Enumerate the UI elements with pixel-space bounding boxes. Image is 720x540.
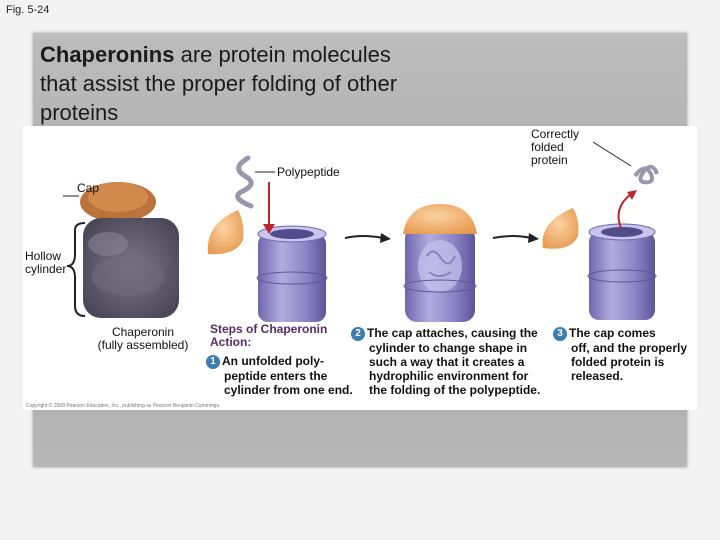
step-1-line-2: peptide enters the [224, 368, 328, 383]
diagram-graphics [63, 141, 659, 322]
step-3-line-1: The cap comes [569, 326, 656, 340]
steps-heading-line-1: Steps of Chaperonin [210, 322, 328, 336]
hollow-cylinder-bracket [66, 222, 86, 317]
hollow-cylinder-line-1: Hollow [25, 249, 62, 263]
step-2-line-5: the folding of the polypeptide. [369, 382, 541, 397]
slide-title: Chaperonins are protein molecules that a… [40, 40, 420, 127]
correctly-folded-line-1: Correctly [531, 127, 580, 141]
copyright-notice: Copyright © 2008 Pearson Education, Inc.… [26, 403, 221, 409]
step-2-line-3: such a way that it creates a [369, 354, 525, 369]
chaperonin-line-2: (fully assembled) [97, 338, 189, 352]
step-3-number: 3 [553, 326, 567, 341]
figure-number: Fig. 5-24 [6, 4, 50, 16]
chaperonin-line-1: Chaperonin [111, 325, 175, 339]
step-2-line-2: cylinder to change shape in [369, 340, 528, 355]
chaperonin-model [80, 182, 179, 318]
step-1-line-1: An unfolded poly- [222, 354, 324, 368]
step-1-number: 1 [206, 354, 220, 369]
steps-heading-line-2: Action: [210, 335, 252, 349]
step-3-line-4: released. [571, 368, 624, 383]
step-2-line-4: hydrophilic environment for [369, 368, 529, 383]
correctly-folded-label: Correctly folded protein [531, 128, 579, 167]
step1-graphic [207, 155, 328, 322]
chaperonin-figure: Polypeptide Correctly folded protein Cap… [23, 126, 697, 410]
step-2-line-1: The cap attaches, causing the [367, 326, 538, 340]
chaperonin-label: Chaperonin (fully assembled) [83, 326, 203, 352]
title-rest: are protein molecules that assist the pr… [40, 42, 398, 125]
correctly-folded-line-3: protein [531, 153, 568, 167]
step-3-line-3: folded protein is [571, 354, 665, 369]
steps-heading: Steps of Chaperonin Action: [210, 323, 327, 349]
step-1-line-3: cylinder from one end. [224, 382, 353, 397]
title-bold: Chaperonins [40, 42, 175, 67]
hollow-cylinder-line-2: cylinder [25, 262, 67, 276]
step2-graphic [403, 204, 477, 322]
step-2-number: 2 [351, 326, 365, 341]
step-3-line-2: off, and the properly [571, 340, 688, 355]
polypeptide-label: Polypeptide [277, 165, 340, 179]
cap-label: Cap [77, 181, 100, 195]
correctly-folded-line-2: folded [531, 140, 564, 154]
step3-graphic [542, 141, 659, 320]
hollow-cylinder-label: Hollow cylinder [25, 250, 66, 276]
